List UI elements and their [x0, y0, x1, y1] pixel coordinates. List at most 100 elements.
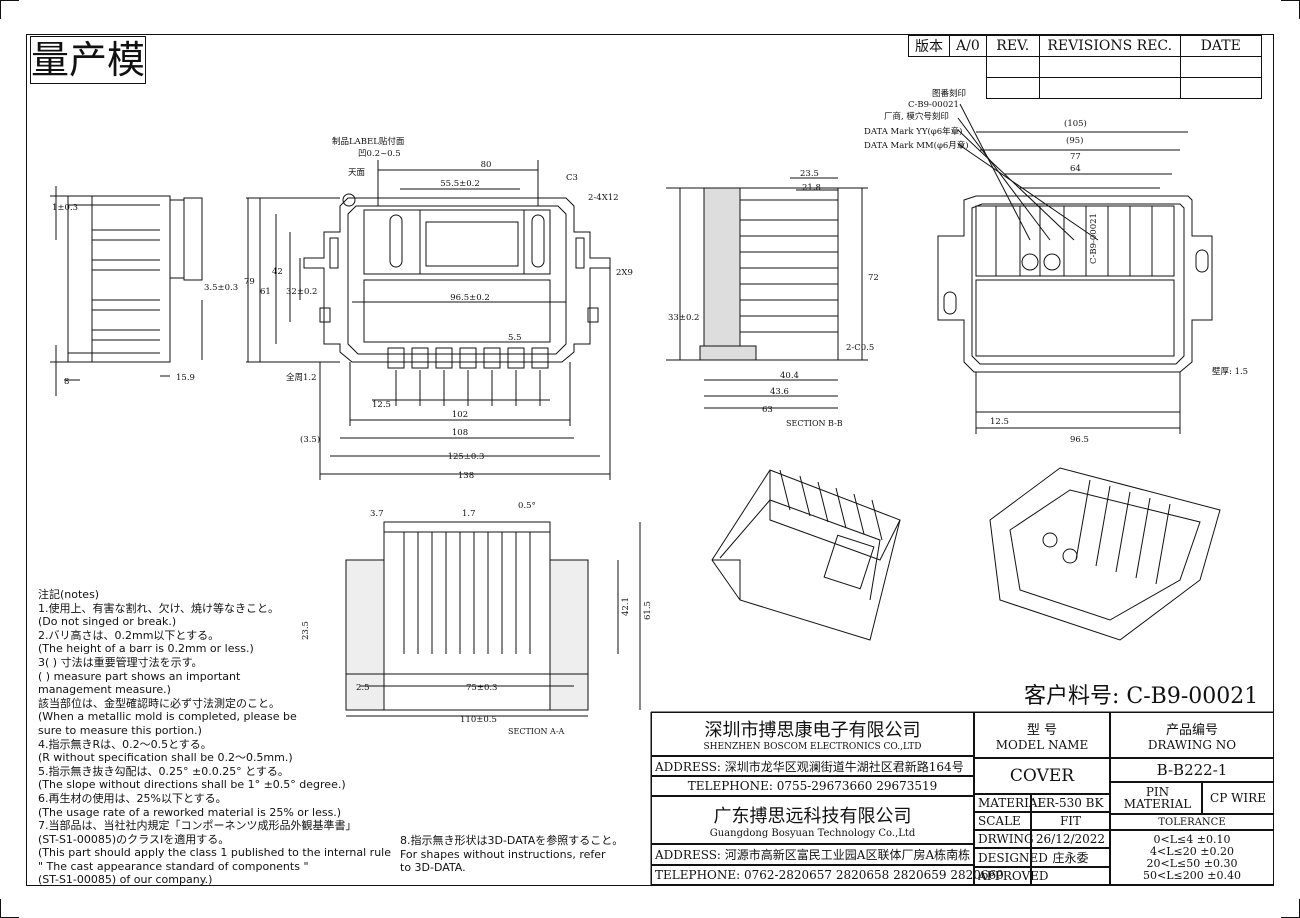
note-line: (The height of a barr is 0.2mm or less.) — [38, 642, 254, 656]
company-1: 深圳市搏思康电子有限公司 SHENZHEN BOSCOM ELECTRONICS… — [651, 712, 974, 756]
drawing-date: 26/12/2022 — [1031, 830, 1110, 848]
front-view — [246, 160, 611, 480]
bb-dim-63: 63 — [762, 405, 773, 415]
note-line: 5.指示無き抜き勾配は、0.25° ±0.0.25° とする。 — [38, 764, 289, 778]
version-label: 版本 — [908, 35, 950, 57]
note-line: 6.再生材の使用は、25%以下とする。 — [38, 791, 227, 805]
rt-dim-95: (95) — [1066, 135, 1083, 146]
material-label: MATERIAL — [974, 794, 1045, 812]
address-2: ADDRESS: 河源市高新区富民工业园A区联体厂房A栋南栋 — [651, 844, 974, 865]
dim-102: 102 — [452, 410, 468, 420]
drawing-frame — [26, 34, 1274, 886]
note-line: ( ) measure part shows an important — [38, 669, 241, 683]
approved-value — [1031, 867, 1110, 885]
dim-32: 32±0.2 — [286, 287, 317, 297]
dim-12-5: 12.5 — [372, 400, 391, 410]
bb-dim-21-8: 21.8 — [802, 183, 821, 193]
note-line: sure to measure this portion.) — [38, 723, 202, 737]
rev-label: REV. — [985, 35, 1040, 57]
telephone-1: TELEPHONE: 0755-29673660 29673519 — [651, 776, 974, 796]
note-line: (When a metallic mold is completed, plea… — [38, 710, 297, 724]
note-line: For shapes without instructions, refer — [400, 847, 606, 861]
aa-dim-23-5: 23.5 — [301, 621, 311, 640]
tolerance-row: 20<L≤50 ±0.30 — [1146, 856, 1238, 870]
isometric-view-1 — [711, 469, 901, 641]
note-line: 2.バリ高さは、0.2mm以下とする。 — [38, 628, 220, 642]
model-value: COVER — [974, 758, 1110, 794]
tolerance-row: 50<L≤200 ±0.40 — [1143, 868, 1241, 882]
aa-dim-2-5: 2.5 — [356, 683, 370, 693]
note-line: to 3D-DATA. — [400, 861, 466, 875]
section-bb-view — [666, 177, 868, 409]
customer-part-number: 客户料号: C-B9-00021 — [1024, 684, 1259, 709]
note-line: (Do not singed or break.) — [38, 615, 177, 629]
tolerance-label: TOLERANCE — [1110, 814, 1274, 830]
bb-dim-23-5: 23.5 — [800, 169, 819, 179]
section-aa-view — [345, 521, 641, 717]
mark-note-2: C-B9-00021 — [908, 100, 959, 110]
sheet-title: 量产模 — [30, 36, 146, 84]
top-face: 天面 — [348, 168, 366, 178]
aa-dim-0-5: 0.5° — [518, 501, 536, 511]
aa-dim-75: 75±0.3 — [466, 683, 497, 693]
approved-label: APPROVED — [974, 867, 1049, 885]
dim-79: 79 — [244, 277, 255, 287]
label-note: 制品LABEL贴付面 — [332, 136, 405, 147]
note-line: 3( ) 寸法は重要管理寸法を示す。 — [38, 655, 203, 669]
telephone-2: TELEPHONE: 0762-2820657 2820658 2820659 … — [651, 865, 1004, 885]
all-around-note: 全周1.2 — [286, 372, 317, 383]
version-value: A/0 — [949, 35, 987, 57]
scale-label: SCALE — [974, 812, 1031, 830]
mark-note-4: DATA Mark YY(φ6年章) — [864, 126, 962, 137]
company-1-en: SHENZHEN BOSCOM ELECTRONICS CO.,LTD — [703, 742, 922, 752]
mark-note-3: 厂商, 模穴号刻印 — [884, 111, 949, 122]
dim-108: 108 — [452, 428, 468, 438]
mark-note-5: DATA Mark MM(φ6月章) — [864, 140, 969, 151]
company-2: 广东搏思远科技有限公司 Guangdong Bosyuan Technology… — [651, 796, 974, 844]
revisions-label: REVISIONS REC. — [1038, 35, 1181, 57]
bb-dim-40-4: 40.4 — [780, 371, 799, 381]
side-dim-1: 1±0.3 — [52, 203, 78, 213]
company-1-cn: 深圳市搏思康电子有限公司 — [704, 720, 921, 741]
drawing-label-cn: 产品编号 — [1165, 722, 1218, 738]
drawing-number: B-B222-1 — [1110, 758, 1274, 782]
top-view — [937, 103, 1213, 434]
note-8: 8.指示無き形状は3D-DATAを参照すること。 For shapes with… — [400, 834, 623, 875]
aa-dim-61-5: 61.5 — [643, 601, 653, 620]
side-dim-8: 8 — [64, 377, 69, 387]
title-block: 深圳市搏思康电子有限公司 SHENZHEN BOSCOM ELECTRONICS… — [651, 712, 1274, 885]
rt-dim-12-5: 12.5 — [990, 417, 1009, 427]
note-line: (The usage rate of a reworked material i… — [38, 805, 342, 819]
dim-80: 80 — [481, 160, 492, 170]
model-label-cn: 型 号 — [1026, 722, 1058, 738]
dim-96-5: 96.5±0.2 — [450, 293, 490, 303]
note-line: management measure.) — [38, 683, 171, 697]
dim-42: 42 — [272, 267, 283, 277]
model-label: 型 号 MODEL NAME — [974, 712, 1110, 758]
rt-dim-96-5: 96.5 — [1070, 435, 1089, 445]
aa-dim-3-7: 3.7 — [370, 509, 384, 519]
bb-dim-43-6: 43.6 — [770, 387, 789, 397]
note-line: 1.使用上、有害な割れ、欠け、焼け等なきこと。 — [38, 601, 280, 615]
note-line: 該当部位は、金型確認時に必ず寸法測定のこと。 — [38, 696, 280, 710]
drawing-by-label: DRWING — [974, 830, 1034, 848]
date-label: DATE — [1179, 35, 1262, 57]
company-2-en: Guangdong Bosyuan Technology Co.,Ltd — [709, 827, 916, 839]
note-line: (The slope without directions shall be 1… — [38, 778, 346, 792]
part-engraving: C-B9-00021 — [1089, 213, 1099, 264]
note-line: 8.指示無き形状は3D-DATAを参照すること。 — [400, 834, 624, 847]
model-label-en: MODEL NAME — [995, 737, 1089, 752]
designed-label: DESIGNED — [974, 848, 1048, 867]
note-line: 注記(notes) — [38, 588, 100, 601]
address-1: ADDRESS: 深圳市龙华区观澜街道牛湖社区君新路164号 — [651, 756, 974, 776]
rt-dim-105: (105) — [1064, 118, 1087, 129]
side-dim-15-9: 15.9 — [176, 373, 195, 383]
aa-dim-110: 110±0.5 — [460, 715, 497, 725]
designer-name: 庄永委 — [1031, 848, 1110, 867]
aa-dim-1-7: 1.7 — [462, 509, 476, 519]
dim-55-5: 55.5±0.2 — [440, 179, 480, 189]
bb-chamfer: 2-C0.5 — [846, 343, 874, 353]
note-line: (This part should apply the class 1 publ… — [38, 846, 391, 860]
material-value: FR-530 BK — [1031, 794, 1110, 812]
